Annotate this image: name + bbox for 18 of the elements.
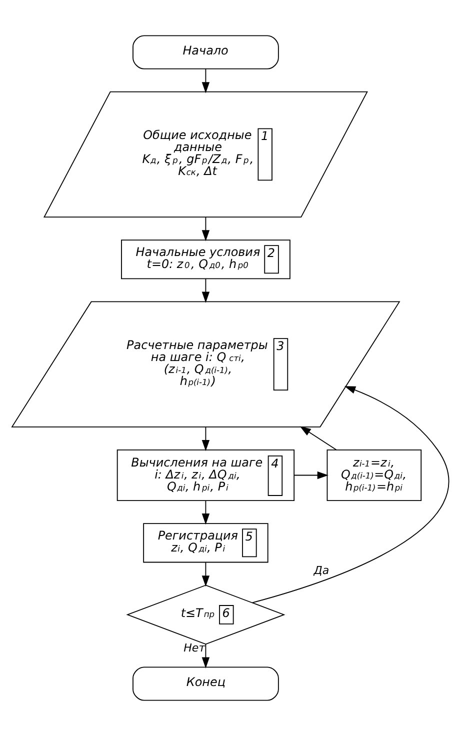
node-box: Начало bbox=[132, 35, 279, 70]
arrow bbox=[202, 500, 210, 525]
arrow bbox=[202, 644, 210, 668]
arrow bbox=[202, 426, 210, 452]
node-box: zi-1=zi, Qд(i-1)=Qдi, hр(i-1)=hрi bbox=[326, 449, 422, 502]
arrow bbox=[202, 68, 210, 94]
arrow bbox=[202, 562, 210, 587]
node-box: Вычисления на шаге i: Δzi, zi, ΔQдi, Qдi, hрi, Pi 4 bbox=[116, 449, 295, 502]
arrow bbox=[252, 386, 449, 604]
arrow bbox=[294, 471, 328, 480]
arrow bbox=[202, 278, 210, 303]
arrow bbox=[202, 216, 210, 242]
edge-label: Да bbox=[314, 564, 330, 577]
node-box: Регистрация zi, Qдi, Pi 5 bbox=[143, 523, 268, 563]
node-box: Начальные условия t=0: z0, Qд0, hр0 2 bbox=[121, 240, 290, 280]
node-diamond: t≤Tпр 6 bbox=[126, 584, 286, 645]
node-box: Конец bbox=[132, 666, 279, 701]
arrow bbox=[300, 426, 337, 450]
